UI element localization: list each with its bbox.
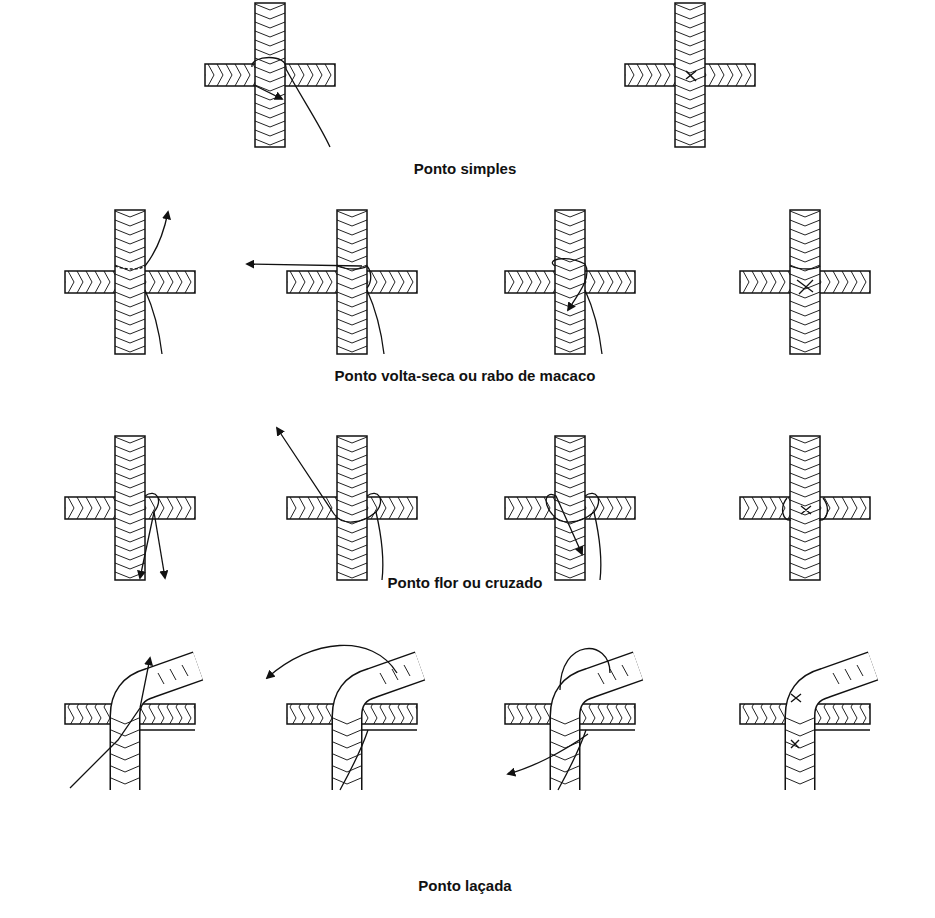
knot-caption: Ponto laçada: [415, 877, 514, 894]
knot-caption: Ponto volta-seca ou rabo de macaco: [332, 367, 599, 384]
knot-caption: Ponto simples: [411, 160, 520, 177]
knot-caption: Ponto flor ou cruzado: [385, 574, 546, 591]
